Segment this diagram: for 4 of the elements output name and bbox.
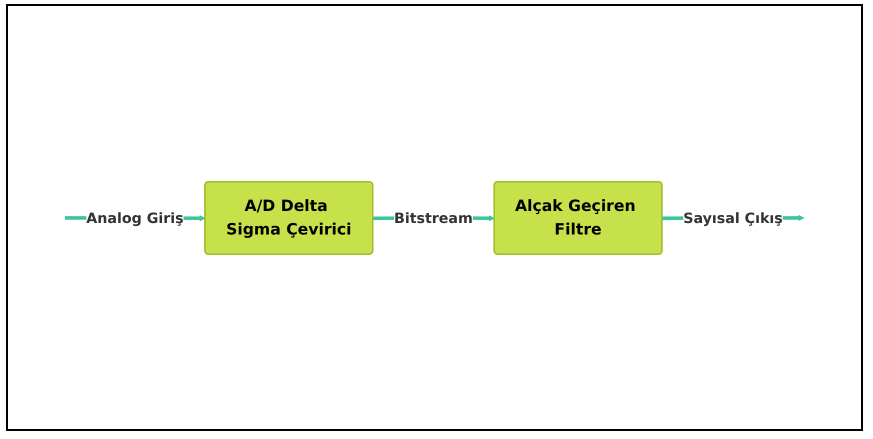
edge-label: Analog Giriş — [86, 208, 184, 226]
diagram-frame: Analog Giriş Bitstream Sayısal Çıkış A/D Delta Sigma Çevirici Alçak Geçiren Filtre — [6, 4, 863, 431]
edge-label: Sayısal Çıkış — [683, 208, 783, 226]
edge-label: Bitstream — [394, 208, 473, 226]
